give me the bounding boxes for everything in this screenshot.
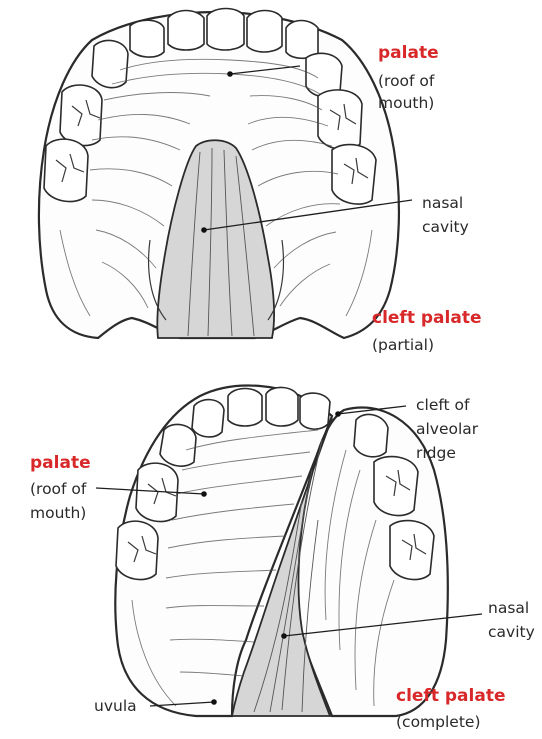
top-nasal-label1: nasal bbox=[422, 194, 463, 212]
top-palate-sub2: mouth) bbox=[378, 94, 434, 112]
top-nasal-label2: cavity bbox=[422, 218, 469, 236]
bottom-nasal-label1: nasal bbox=[488, 599, 529, 617]
partial-cleft-illustration bbox=[39, 9, 412, 339]
bottom-alveolar-label2: alveolar bbox=[416, 420, 479, 438]
bottom-palate-sub1: (roof of bbox=[30, 480, 87, 498]
bottom-nasal-label2: cavity bbox=[488, 623, 535, 641]
bottom-alveolar-label3: ridge bbox=[416, 444, 456, 462]
bottom-palate-sub2: mouth) bbox=[30, 504, 86, 522]
bottom-cleft-label: cleft palate bbox=[396, 686, 505, 706]
top-cleft-label: cleft palate bbox=[372, 308, 481, 328]
top-palate-label: palate bbox=[378, 43, 439, 63]
bottom-palate-label: palate bbox=[30, 453, 91, 473]
bottom-alveolar-label1: cleft of bbox=[416, 396, 470, 414]
top-cleft-sub: (partial) bbox=[372, 336, 434, 354]
bottom-uvula-label: uvula bbox=[94, 697, 137, 715]
bottom-cleft-sub: (complete) bbox=[396, 713, 481, 731]
top-palate-sub1: (roof of bbox=[378, 72, 435, 90]
